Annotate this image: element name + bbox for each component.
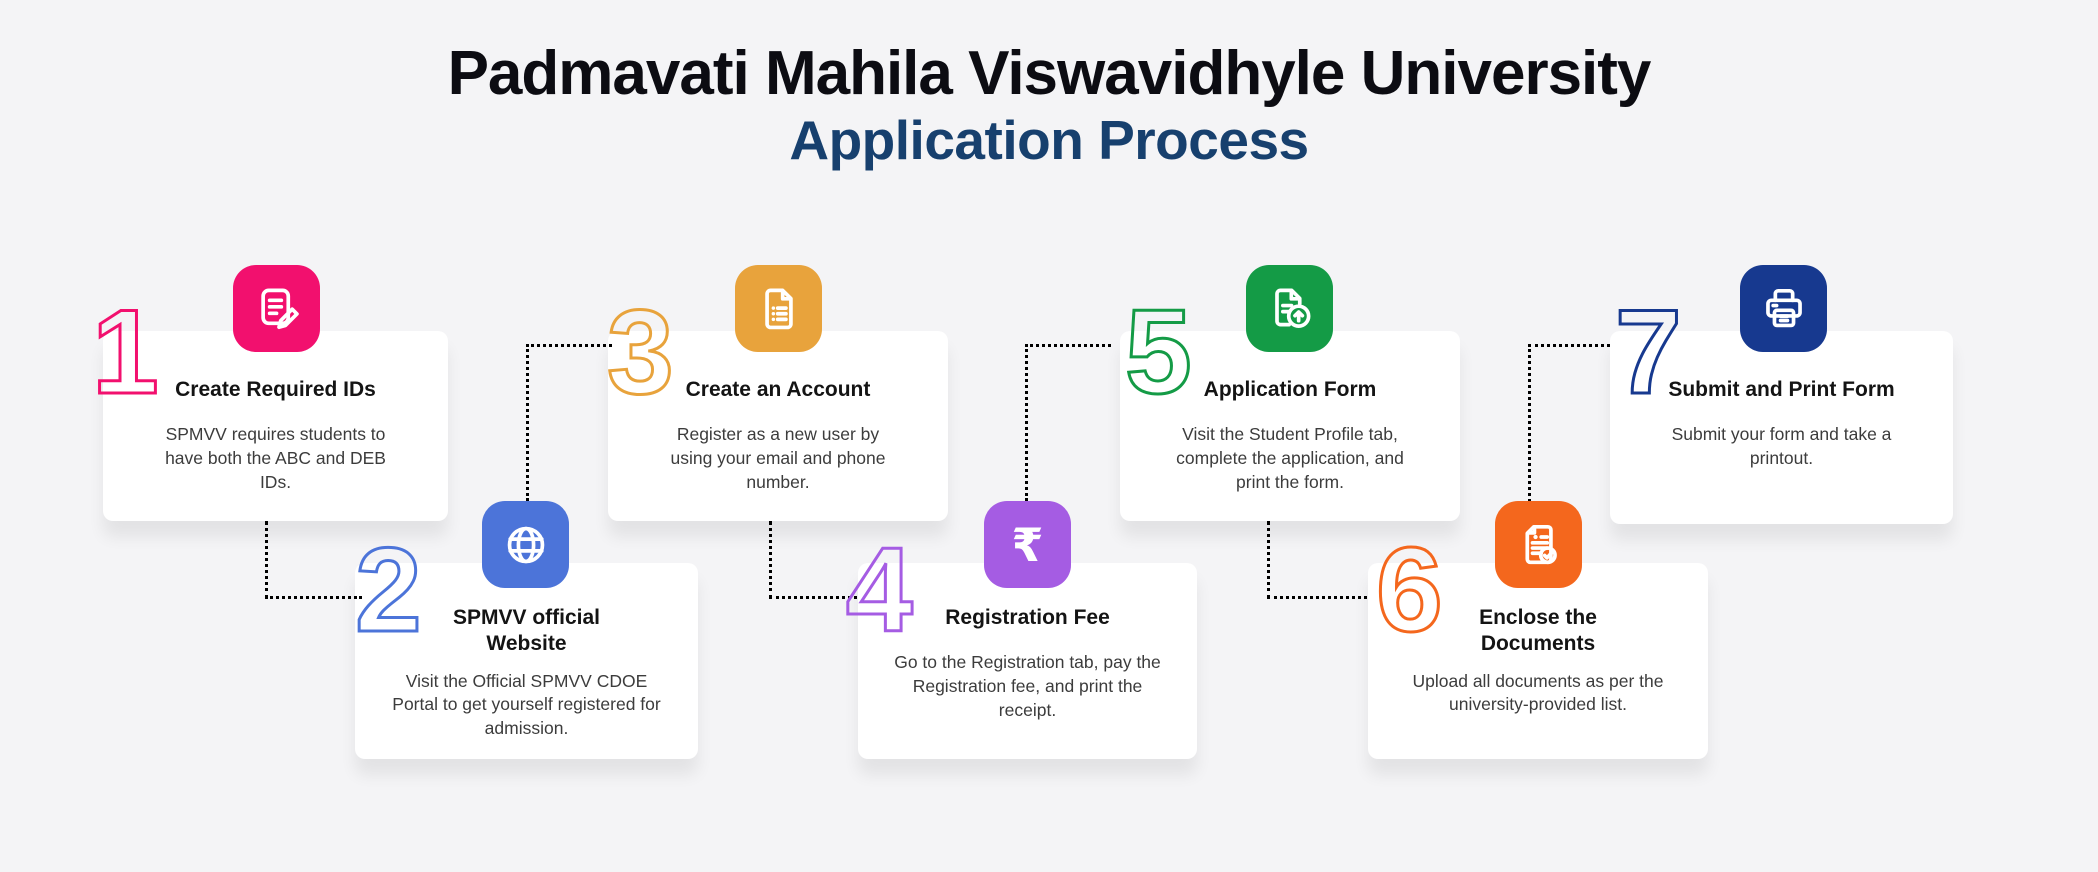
connector-4-5 [1025,344,1111,347]
step-number-7: 7 [1614,285,1684,419]
step-title: SPMVV official Website [452,606,601,656]
connector-2-3 [526,344,612,347]
connector-2-3 [526,344,529,501]
document-list-icon [735,265,822,352]
document-check-icon [1495,501,1582,588]
connector-6-7 [1528,344,1610,347]
step-number-3: 3 [606,285,676,419]
step-card-2: SPMVV official Website Visit the Officia… [355,563,698,759]
connector-6-7 [1528,344,1531,502]
step-title: Submit and Print Form [1668,378,1895,401]
step-card-7: Submit and Print Form Submit your form a… [1610,331,1953,524]
step-title: Application Form [1203,378,1377,401]
step-title: Create an Account [685,378,871,401]
printer-icon [1740,265,1827,352]
step-title: Create Required IDs [175,378,376,401]
connector-5-6 [1267,521,1270,599]
step-description: Go to the Registration tab, pay the Regi… [894,652,1161,720]
connector-4-5 [1025,344,1028,501]
step-card-1: Create Required IDs SPMVV requires stude… [103,331,448,521]
globe-icon [482,501,569,588]
step-description: Upload all documents as per the universi… [1412,670,1664,715]
connector-1-2 [265,521,268,599]
step-number-4: 4 [845,523,915,657]
step-description: Submit your form and take a printout. [1671,424,1892,469]
step-number-1: 1 [91,285,161,419]
step-description: SPMVV requires students to have both the… [165,424,386,492]
step-card-4: Registration Fee Go to the Registration … [858,563,1197,759]
page-subtitle: Application Process [789,109,1309,171]
connector-5-6 [1267,596,1367,599]
step-number-6: 6 [1375,523,1445,657]
step-title: Registration Fee [945,606,1110,629]
step-card-6: Enclose the Documents Upload all documen… [1368,563,1708,759]
step-title: Enclose the Documents [1479,606,1597,656]
connector-1-2 [265,596,362,599]
connector-3-4 [769,596,857,599]
edit-document-icon [233,265,320,352]
rupee-glyph: ₹ [1011,517,1044,572]
step-number-5: 5 [1124,285,1194,419]
step-number-2: 2 [354,523,424,657]
rupee-icon: ₹ [984,501,1071,588]
step-card-5: Application Form Visit the Student Profi… [1120,331,1460,521]
upload-document-icon [1246,265,1333,352]
step-description: Register as a new user by using your ema… [670,424,886,492]
step-description: Visit the Official SPMVV CDOE Portal to … [392,670,661,739]
page-title: Padmavati Mahila Viswavidhyle University [447,39,1652,108]
connector-3-4 [769,521,772,599]
step-description: Visit the Student Profile tab, complete … [1176,424,1404,492]
step-card-3: Create an Account Register as a new user… [608,331,948,521]
